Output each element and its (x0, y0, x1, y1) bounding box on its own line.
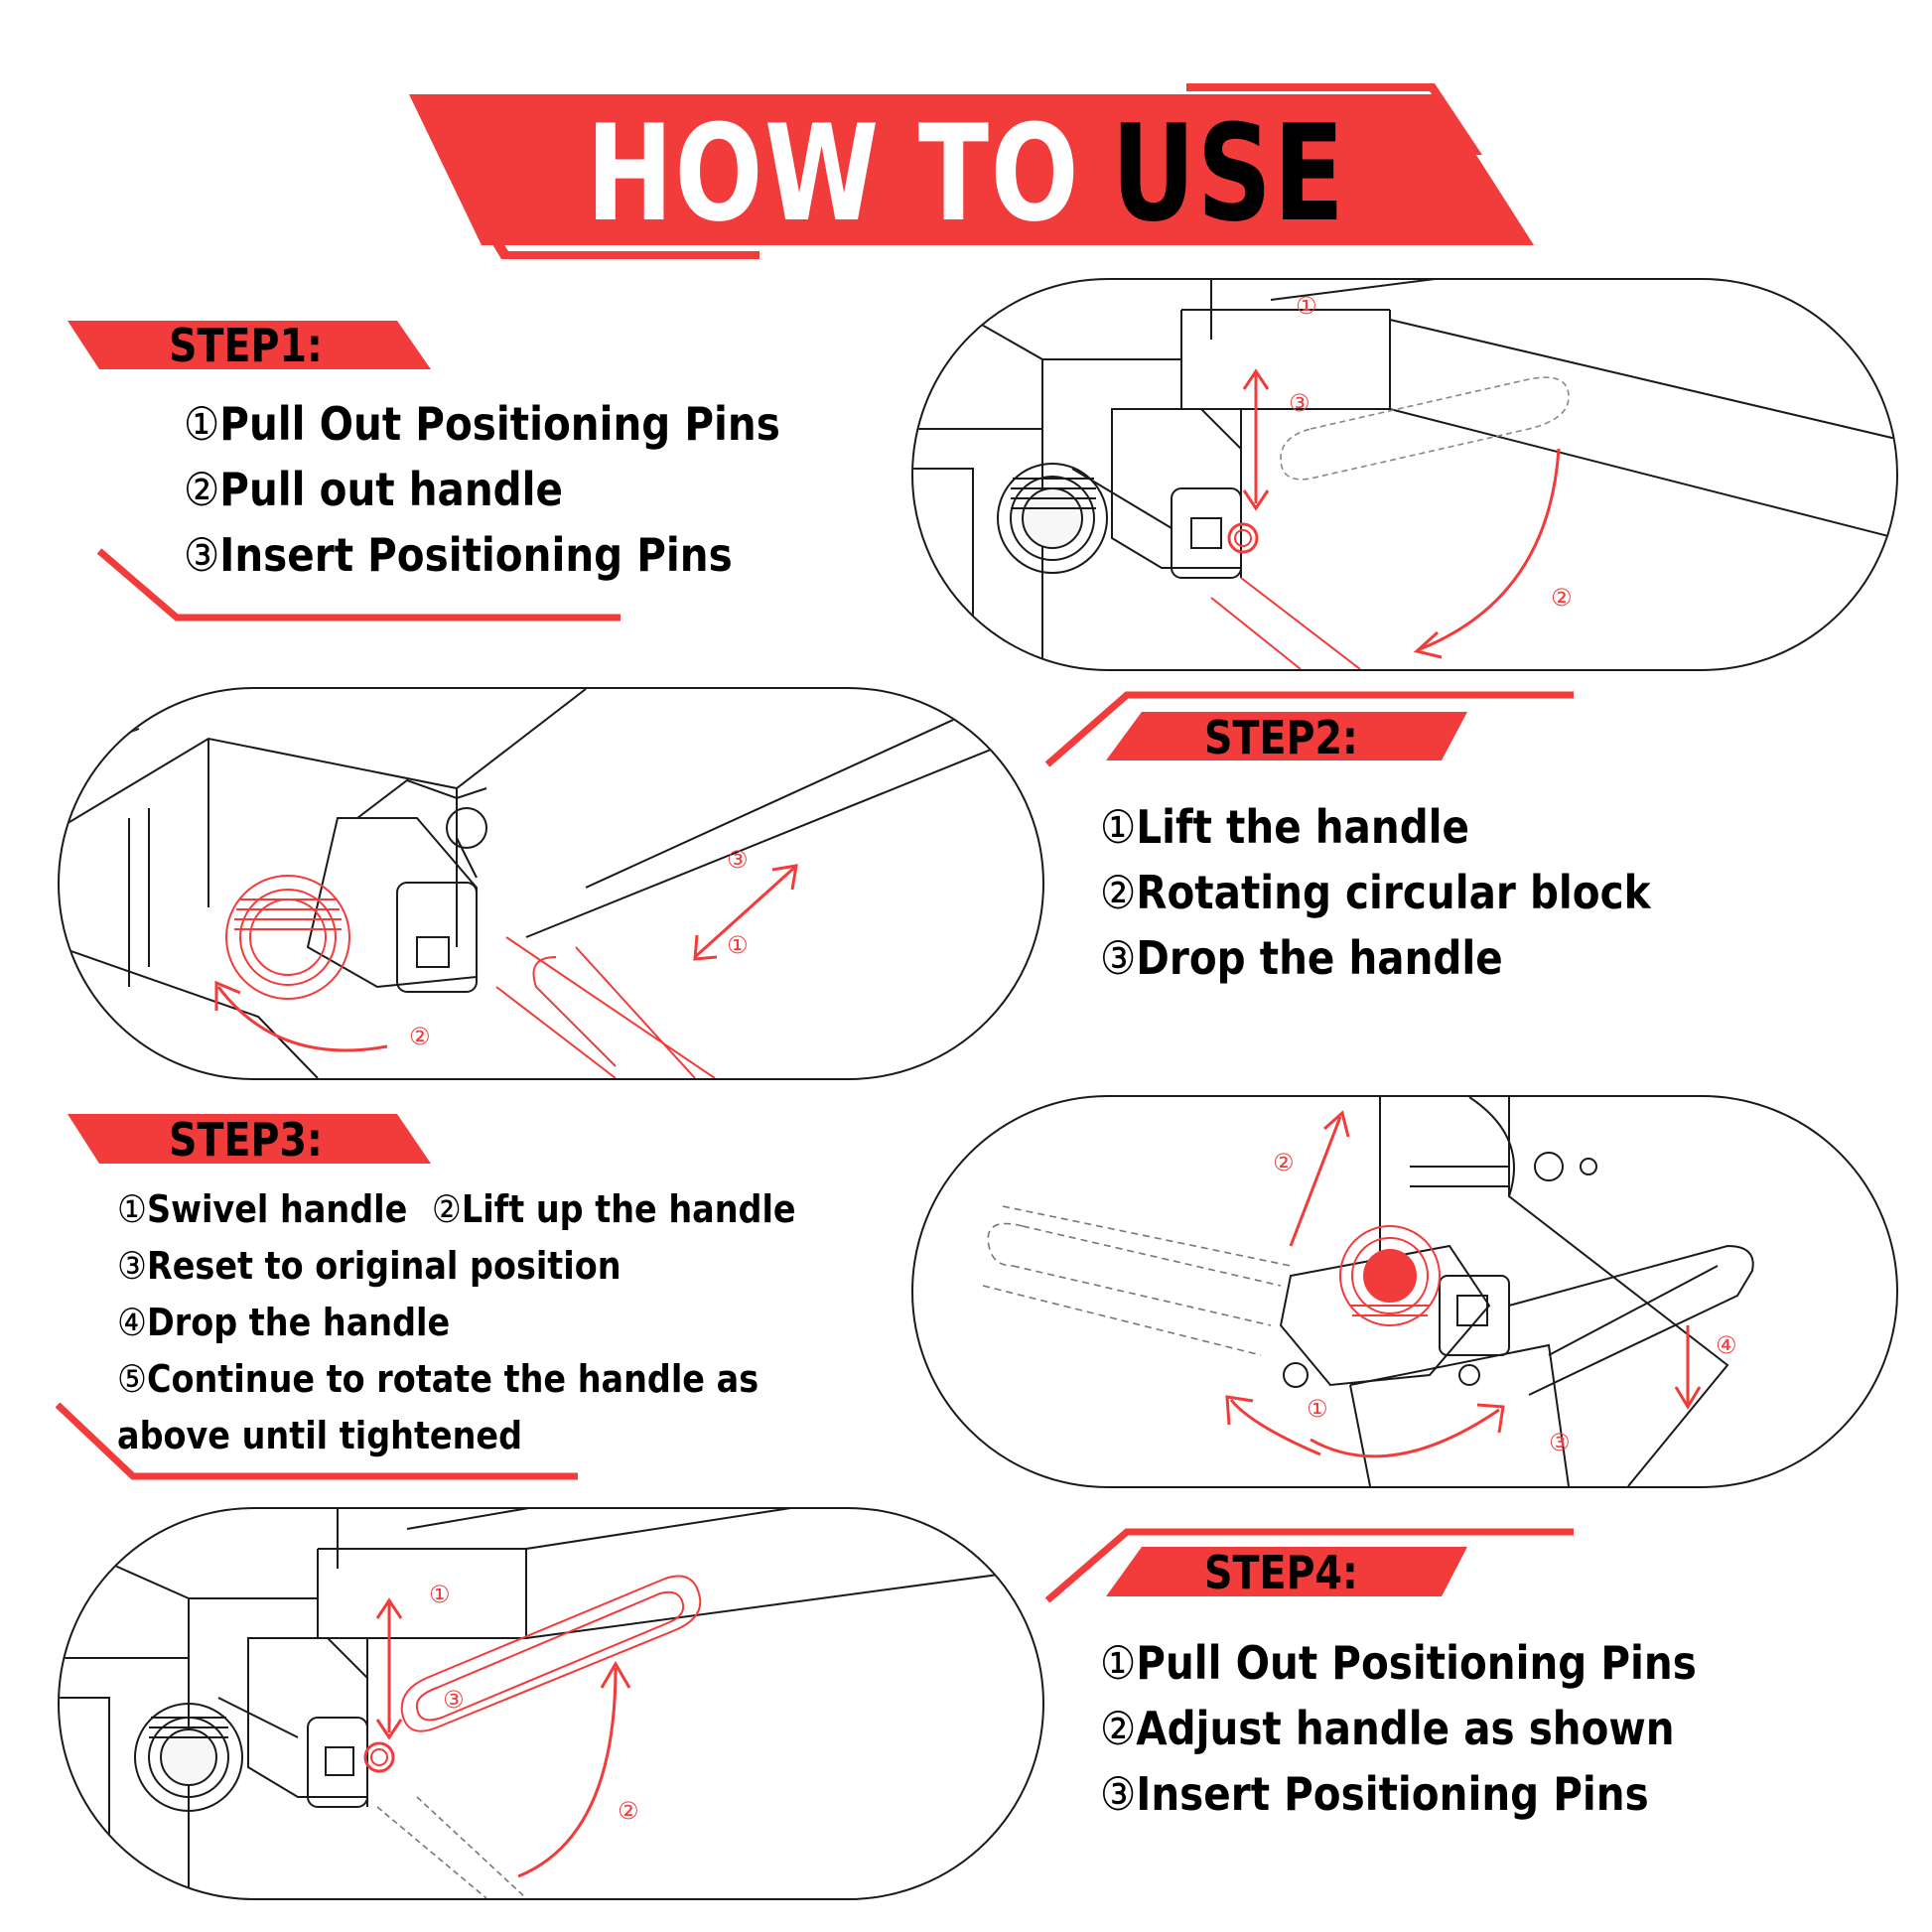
title-use: USE (1111, 96, 1346, 251)
step3-underline (55, 1402, 578, 1480)
step4-topline (1044, 1528, 1574, 1603)
step2-illustration: ③ ① ② (58, 687, 1044, 1080)
list-item: ③Drop the handle (1100, 931, 1503, 985)
step1-list: ①Pull Out Positioning Pins ②Pull out han… (184, 391, 862, 588)
step1-illustration: ① ③ ② (911, 278, 1898, 671)
callout-3: ③ (1549, 1430, 1571, 1456)
callout-3: ③ (727, 847, 749, 874)
callout-4: ④ (1716, 1332, 1737, 1359)
callout-1: ① (1296, 293, 1317, 320)
title-how-to: HOW TO (586, 96, 1081, 251)
callout-1: ① (727, 932, 749, 959)
step2-list: ①Lift the handle ②Rotating circular bloc… (1100, 794, 1725, 991)
step1-tag (68, 321, 431, 369)
step4-illustration: ① ③ ② (58, 1507, 1044, 1900)
list-item: ②Pull out handle (184, 463, 563, 516)
list-item: ①Pull Out Positioning Pins (1100, 1636, 1697, 1690)
list-item: ②Adjust handle as shown (1100, 1702, 1675, 1755)
list-item: ②Rotating circular block (1100, 866, 1651, 919)
step4-label: STEP4: (1204, 1546, 1358, 1599)
list-item: ③Insert Positioning Pins (1100, 1767, 1649, 1821)
step2-topline (1044, 691, 1574, 767)
list-item: ⑤Continue to rotate the handle as (117, 1357, 759, 1401)
step3-tag (68, 1114, 431, 1164)
callout-3: ③ (443, 1687, 465, 1714)
step3-label: STEP3: (169, 1113, 323, 1167)
step2-label: STEP2: (1204, 711, 1358, 764)
list-item: ①Lift the handle (1100, 800, 1470, 854)
callout-2: ② (1273, 1150, 1295, 1176)
callout-3: ③ (1289, 390, 1311, 417)
callout-2: ② (409, 1024, 431, 1050)
step4-list: ①Pull Out Positioning Pins ②Adjust handl… (1100, 1630, 1778, 1827)
title-banner-upper-stripe (1186, 83, 1482, 155)
callout-2: ② (618, 1798, 639, 1825)
list-item: ①Pull Out Positioning Pins (184, 397, 780, 451)
list-item: ③Insert Positioning Pins (184, 528, 733, 582)
step1-label: STEP1: (169, 319, 323, 372)
title-banner-lower-stripe (459, 189, 759, 259)
list-item: above until tightened (117, 1414, 523, 1457)
callout-1: ① (429, 1582, 451, 1608)
list-item: ③Reset to original position (117, 1244, 621, 1288)
callout-2: ② (1551, 585, 1573, 612)
title-banner (409, 94, 1534, 245)
step3-illustration: ② ① ③ ④ (911, 1095, 1898, 1488)
step1-underline (96, 548, 621, 621)
callout-1: ① (1307, 1396, 1328, 1423)
step4-tag (1106, 1547, 1467, 1596)
step2-tag (1106, 712, 1467, 760)
list-item: ④Drop the handle (117, 1301, 451, 1344)
